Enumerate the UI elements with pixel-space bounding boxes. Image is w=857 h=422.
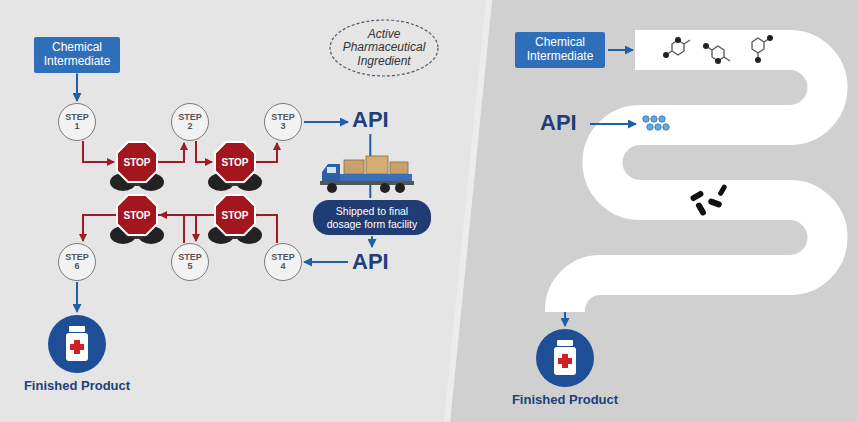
node-text: STEP 3	[268, 113, 298, 132]
product-circle: Finished Product	[503, 328, 627, 407]
product-circle: Finished Product	[15, 314, 139, 393]
step-circle: STEP 2	[171, 103, 209, 141]
stop-sign: STOP	[214, 194, 256, 236]
right-panel	[450, 0, 857, 422]
api-label-node: API	[350, 249, 391, 275]
api-particles	[643, 116, 669, 130]
shipping-box: Shipped to final dosage form facility	[313, 200, 431, 235]
step-circle: STEP 3	[264, 103, 302, 141]
node-text: STEP 4	[268, 253, 298, 272]
api-pointer	[590, 123, 636, 125]
step-circle: STEP 1	[58, 103, 96, 141]
node-text: Chemical Intermediate	[40, 41, 114, 69]
flow-arrow	[76, 74, 78, 101]
node-text: STOP	[123, 210, 150, 221]
step-circle: STEP 6	[58, 243, 96, 281]
node-text: STOP	[221, 157, 248, 168]
medicine-bottle-icon	[47, 314, 107, 374]
node-text: Finished Product	[512, 392, 618, 407]
stop-sign: STOP	[116, 141, 158, 183]
feed-arrow	[608, 49, 633, 51]
delivery-truck	[320, 156, 414, 193]
node-text: Chemical Intermediate	[521, 36, 599, 64]
node-text: STOP	[123, 157, 150, 168]
node-text: STEP 1	[62, 113, 92, 132]
step-circle: STEP 5	[171, 243, 209, 281]
process-arrow	[83, 141, 114, 162]
api-label-node: API	[350, 107, 391, 133]
stop-sign: STOP	[116, 194, 158, 236]
step-circle: STEP 4	[264, 243, 302, 281]
process-arrow	[158, 143, 184, 162]
node-text: Finished Product	[24, 378, 130, 393]
input-box: Chemical Intermediate	[515, 32, 605, 68]
divider	[444, 0, 492, 422]
output-arrow	[564, 312, 566, 326]
node-text: STEP 2	[175, 113, 205, 132]
flow-arrow	[304, 121, 348, 123]
tablets	[689, 184, 727, 217]
node-text: API	[352, 107, 389, 133]
process-arrow	[256, 143, 277, 162]
process-arrow	[196, 141, 212, 162]
input-box: Chemical Intermediate	[34, 37, 120, 73]
callout-ellipse: Active Pharmaceutical Ingredient	[328, 18, 440, 78]
process-channel	[565, 50, 828, 312]
node-text: Active Pharmaceutical Ingredient	[336, 28, 432, 68]
node-text: Shipped to final dosage form facility	[321, 205, 423, 230]
flow-arrow	[76, 282, 78, 312]
node-text: STEP 5	[175, 253, 205, 272]
flow-arrow	[371, 236, 373, 247]
flow-arrow	[304, 261, 348, 263]
medicine-bottle-icon	[535, 328, 595, 388]
node-text: API	[352, 249, 389, 275]
node-text: STOP	[221, 210, 248, 221]
node-text: STEP 6	[62, 253, 92, 272]
stop-sign: STOP	[214, 141, 256, 183]
stage-label: API	[540, 110, 577, 136]
molecules	[663, 35, 773, 64]
